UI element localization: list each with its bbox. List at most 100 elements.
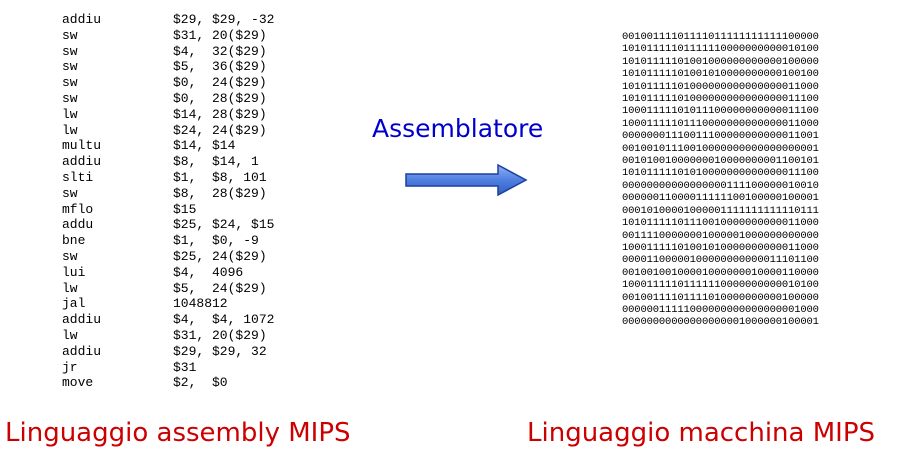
assembly-instruction: sw $25, 24($29) [62, 249, 274, 265]
operands: $14, 28($29) [173, 106, 267, 122]
machine-instruction: 10001111101111110000000000010100 [622, 279, 819, 292]
assembly-code-listing: addiu $29, $29, -32 sw $31, 20($29) sw $4, 32… [62, 12, 274, 391]
opcode: sw [62, 43, 78, 59]
operands: $31, 20($29) [173, 27, 267, 43]
machine-instruction: 10101111101000000000000000011000 [622, 80, 819, 93]
opcode: lw [62, 106, 78, 122]
assembly-instruction: bne $1, $0, -9 [62, 233, 274, 249]
opcode: jal [62, 296, 86, 312]
operands: $4, 32($29) [173, 43, 267, 59]
machine-instruction: 00000011111000000000000000001000 [622, 303, 819, 316]
assembly-instruction: lw $14, 28($29) [62, 107, 274, 123]
machine-instruction: 10001111101110000000000000011000 [622, 117, 819, 130]
operands: $29, $29, 32 [173, 343, 267, 359]
machine-instruction: 10001111101001010000000000011000 [622, 241, 819, 254]
opcode: multu [62, 138, 102, 154]
machine-language-caption: Linguaggio macchina MIPS [527, 418, 876, 448]
assembly-instruction: addiu$4, $4, 1072 [62, 312, 274, 328]
operands: $0, 28($29) [173, 90, 267, 106]
machine-instruction: 00101001000000010000000001100101 [622, 155, 819, 168]
right-arrow-icon [405, 163, 528, 197]
assembly-instruction: lw $31, 20($29) [62, 328, 274, 344]
assembly-instruction: addu $25, $24, $15 [62, 217, 274, 233]
assembly-instruction: sw $4, 32($29) [62, 44, 274, 60]
operands: $0, 24($29) [173, 75, 267, 91]
opcode: move [62, 375, 94, 391]
machine-instruction: 00000011000011111100100000100001 [622, 192, 819, 205]
operands: $5, 36($29) [173, 59, 267, 75]
operands: $14, $14 [173, 138, 236, 154]
machine-instruction: 00100111101111011111111111100000 [622, 31, 819, 43]
assembly-instruction: sw $5, 36($29) [62, 59, 274, 75]
assembly-instruction: lw $24, 24($29) [62, 123, 274, 139]
machine-instruction: 00100100100001000000010000110000 [622, 266, 819, 279]
operands: $5, 24($29) [173, 280, 267, 296]
operands: $15 [173, 201, 197, 217]
assembler-label: Assemblatore [372, 114, 544, 143]
opcode: mflo [62, 201, 94, 217]
machine-instruction: 10101111101001010000000000100100 [622, 68, 819, 81]
assembly-instruction: sw $0, 24($29) [62, 75, 274, 91]
opcode: sw [62, 75, 78, 91]
assembly-instruction: lui $4, 4096 [62, 265, 274, 281]
machine-instruction: 00001100000100000000000011101100 [622, 254, 819, 267]
assembly-instruction: slti $1, $8, 101 [62, 170, 274, 186]
opcode: lw [62, 122, 78, 138]
machine-instruction: 10101111101000000000000000011100 [622, 93, 819, 106]
machine-instruction: 10101111101111110000000000010100 [622, 43, 819, 56]
opcode: sw [62, 248, 78, 264]
opcode: slti [62, 169, 94, 185]
operands: $4, 4096 [173, 264, 244, 280]
operands: 1048812 [173, 296, 228, 312]
opcode: sw [62, 27, 78, 43]
opcode: lw [62, 327, 78, 343]
operands: $25, 24($29) [173, 248, 267, 264]
opcode: jr [62, 359, 78, 375]
assembly-instruction: jal 1048812 [62, 296, 274, 312]
opcode: sw [62, 90, 78, 106]
opcode: addiu [62, 154, 102, 170]
operands: $31, 20($29) [173, 327, 267, 343]
assembly-instruction: jr $31 [62, 360, 274, 376]
machine-instruction: 00000000000000000111100000010010 [622, 179, 819, 192]
opcode: lw [62, 280, 78, 296]
machine-instruction: 00100111101111010000000000100000 [622, 291, 819, 304]
assembly-instruction: mflo $15 [62, 202, 274, 218]
opcode: bne [62, 233, 86, 249]
machine-instruction: 00000000000000000001000000100001 [622, 316, 819, 329]
machine-instruction: 00010100001000001111111111110111 [622, 204, 819, 217]
machine-instruction: 10001111101011100000000000011100 [622, 105, 819, 118]
machine-instruction: 10101111101010000000000000011100 [622, 167, 819, 180]
machine-instruction: 10101111101001000000000000100000 [622, 55, 819, 68]
opcode: lui [62, 264, 86, 280]
assembly-instruction: sw $8, 28($29) [62, 186, 274, 202]
operands: $1, $0, -9 [173, 233, 259, 249]
assembly-instruction: sw $31, 20($29) [62, 28, 274, 44]
operands: $31 [173, 359, 197, 375]
operands: $24, 24($29) [173, 122, 267, 138]
assembly-instruction: sw $0, 28($29) [62, 91, 274, 107]
opcode: addu [62, 217, 94, 233]
operands: $8, 28($29) [173, 185, 267, 201]
operands: $2, $0 [173, 375, 228, 391]
assembly-instruction: addiu $29, $29, 32 [62, 344, 274, 360]
opcode: addiu [62, 343, 102, 359]
operands: $25, $24, $15 [173, 217, 275, 233]
operands: $29, $29, -32 [173, 12, 275, 27]
assembly-instruction: move $2, $0 [62, 375, 274, 391]
machine-instruction: 00111100000001000001000000000000 [622, 229, 819, 242]
opcode: sw [62, 59, 78, 75]
machine-instruction: 10101111101110010000000000011000 [622, 217, 819, 230]
assembly-instruction: addiu $29, $29, -32 [62, 12, 274, 28]
operands: $4, $4, 1072 [173, 312, 275, 328]
operands: $8, $14, 1 [173, 154, 259, 170]
assembly-language-caption: Linguaggio assembly MIPS [5, 418, 351, 448]
opcode: addiu [62, 12, 102, 27]
operands: $1, $8, 101 [173, 169, 267, 185]
assembly-instruction: addiu $8, $14, 1 [62, 154, 274, 170]
assembly-instruction: lw $5, 24($29) [62, 281, 274, 297]
opcode: sw [62, 185, 78, 201]
machine-instruction: 00100101110010000000000000000001 [622, 142, 819, 155]
assembly-instruction: multu $14, $14 [62, 138, 274, 154]
